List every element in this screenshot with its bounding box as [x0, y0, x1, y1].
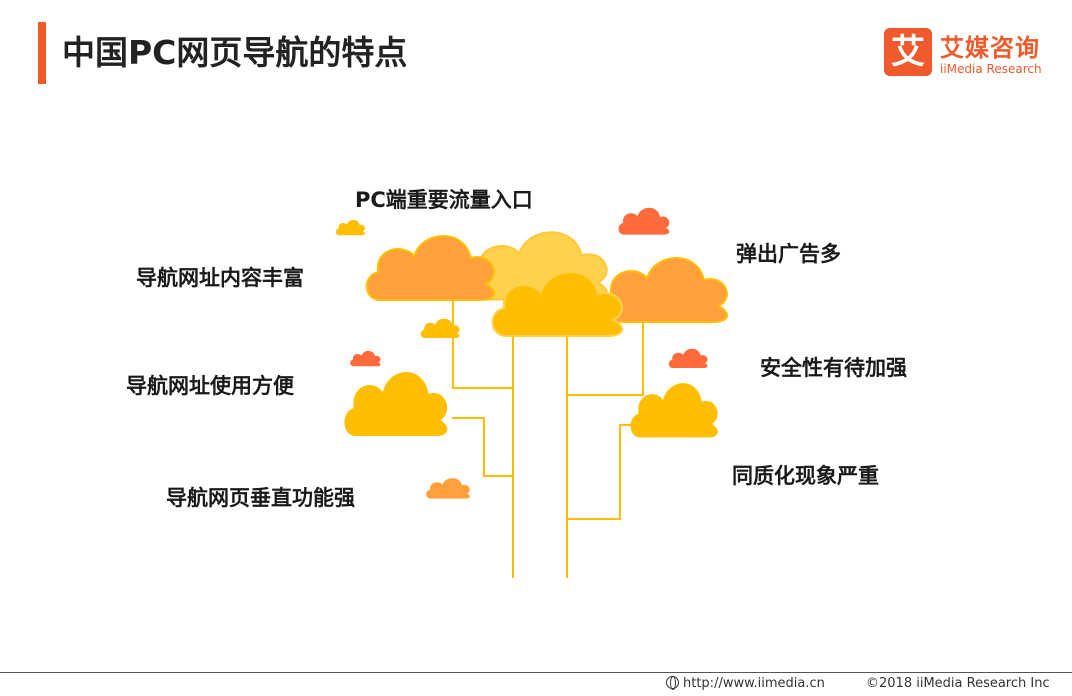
cloud-icon-small-red-2: [350, 350, 381, 367]
footer-divider: [0, 672, 1072, 673]
feature-label-security: 安全性有待加强: [760, 356, 907, 380]
logo-mark-icon: 艾: [884, 28, 932, 76]
cloud-icon-small-red-1: [618, 207, 670, 235]
branch-to-cloud-left-mid: [452, 417, 513, 477]
branch-lines: [452, 300, 644, 578]
footer-website[interactable]: http://www.iimedia.cn: [666, 676, 825, 691]
page-title: 中国PC网页导航的特点: [62, 33, 408, 72]
feature-label-traffic-entry: PC端重要流量入口: [355, 188, 533, 212]
footer-url-text: http://www.iimedia.cn: [683, 676, 825, 691]
footer-copyright: ©2018 iiMedia Research Inc: [866, 676, 1050, 691]
logo-name-cn: 艾媒咨询: [940, 34, 1040, 62]
feature-label-homogeneity: 同质化现象严重: [732, 464, 879, 488]
cloud-icon-left-top: [365, 234, 496, 302]
cloud-icon-small-orange-1: [426, 478, 470, 499]
branch-to-cloud-right-mid: [567, 424, 633, 520]
cloud-icon-small-red-3: [668, 348, 708, 368]
branch-to-cloud-right-top: [567, 320, 644, 396]
feature-label-easy-to-use: 导航网址使用方便: [126, 374, 294, 398]
globe-icon: [666, 676, 679, 690]
logo-name-en: iiMedia Research: [940, 62, 1042, 76]
brand-logo: 艾 艾媒咨询 iiMedia Research: [884, 28, 1054, 80]
title-accent-bar: [38, 22, 46, 84]
feature-label-vertical-function: 导航网页垂直功能强: [166, 486, 355, 510]
cloud-icon-small-yellow-1: [335, 219, 365, 236]
feature-label-popup-ads: 弹出广告多: [736, 242, 841, 266]
cloud-icon-left-mid: [344, 372, 448, 436]
feature-label-rich-content: 导航网址内容丰富: [136, 266, 304, 290]
